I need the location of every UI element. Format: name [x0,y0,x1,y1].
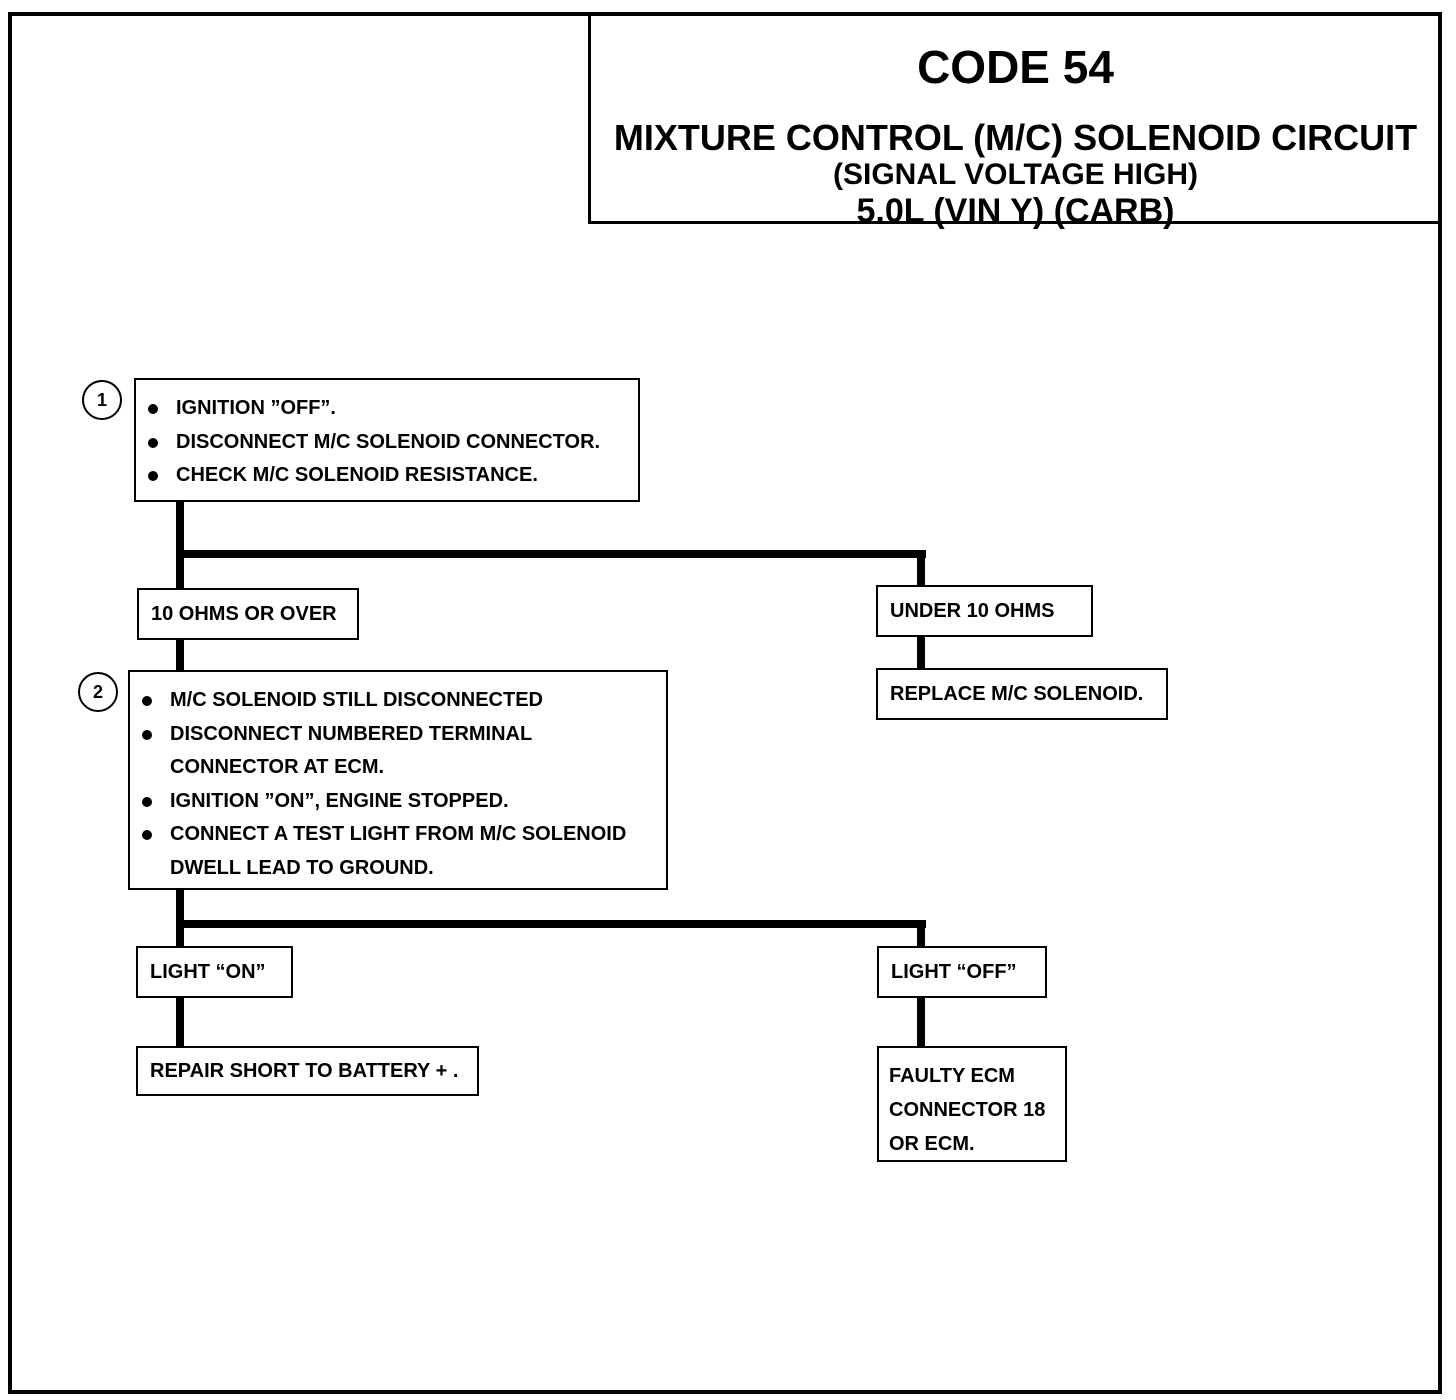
condition-subtitle: (SIGNAL VOLTAGE HIGH) [833,158,1198,191]
step-1-box: IGNITION ”OFF”. DISCONNECT M/C SOLENOID … [134,378,640,502]
step-2-item-continuation: CONNECTOR AT ECM. [170,756,385,778]
step-2-item-continuation: DWELL LEAD TO GROUND. [170,856,434,879]
faulty-ecm-line: CONNECTOR 18 [889,1099,1046,1121]
bullet-icon [142,830,152,840]
bullet-icon [148,437,158,448]
step-2-item: DISCONNECT NUMBERED TERMINAL [130,718,666,752]
connector-under-down [917,550,925,586]
step-1-item: DISCONNECT M/C SOLENOID CONNECTOR. [136,426,638,460]
step-1-item: IGNITION ”OFF”. [136,392,638,426]
step-2-item: M/C SOLENOID STILL DISCONNECTED [130,684,666,718]
connector-light-on-to-repair [176,996,184,1048]
circuit-title: MIXTURE CONTROL (M/C) SOLENOID CIRCUIT [613,117,1418,158]
faulty-ecm-box: FAULTY ECM CONNECTOR 18 OR ECM. [877,1046,1067,1162]
bullet-icon [142,696,152,706]
bullet-icon [148,404,158,414]
step-2-item: CONNECT A TEST LIGHT FROM M/C SOLENOID [130,818,666,852]
step-1-marker: 1 [82,380,122,420]
faulty-ecm-line: FAULTY ECM [889,1065,1015,1087]
step-2-item: IGNITION ”ON”, ENGINE STOPPED. [130,785,666,819]
step-2-box: M/C SOLENOID STILL DISCONNECTED DISCONNE… [128,670,668,890]
bullet-icon [142,796,152,807]
ohms-under-box: UNDER 10 OHMS [876,585,1093,637]
bullet-icon [142,729,152,740]
step-1-item: CHECK M/C SOLENOID RESISTANCE. [136,459,638,493]
faulty-ecm-line: OR ECM. [889,1133,975,1155]
ohms-over-box: 10 OHMS OR OVER [137,588,359,640]
light-on-box: LIGHT “ON” [136,946,293,998]
step-2-marker: 2 [78,672,118,712]
engine-subtitle: 5.0L (VIN Y) (CARB) [856,192,1175,230]
title-block: CODE 54 MIXTURE CONTROL (M/C) SOLENOID C… [588,14,1440,228]
connector-step1-horizontal [176,550,926,558]
replace-solenoid-box: REPLACE M/C SOLENOID. [876,668,1168,720]
repair-short-box: REPAIR SHORT TO BATTERY + . [136,1046,479,1096]
bullet-icon [148,471,158,481]
light-off-box: LIGHT “OFF” [877,946,1047,998]
connector-light-off-to-faulty [917,996,925,1048]
connector-ohms-over-down [176,637,184,673]
connector-step2-down [176,888,184,948]
connector-step2-horizontal [176,920,926,928]
connector-step1-down [176,500,184,590]
connector-light-off-down [917,920,925,948]
code-title: CODE 54 [917,41,1114,93]
diagram-frame [8,12,1442,1394]
connector-under-to-replace [917,635,925,669]
